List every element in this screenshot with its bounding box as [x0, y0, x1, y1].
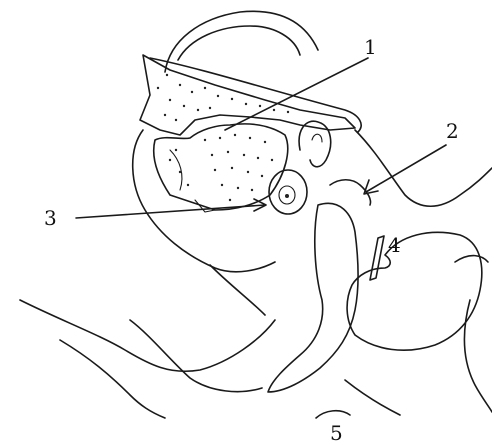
label-1: 1 [364, 35, 377, 59]
label-3: 3 [44, 206, 57, 230]
label-5: 5 [330, 421, 343, 444]
label-2: 2 [446, 119, 459, 143]
hatched-organ [347, 232, 482, 350]
bottom-left-contour-2 [60, 340, 165, 418]
bottom-chin-contour [130, 320, 262, 392]
leader-line-3 [76, 205, 265, 218]
hatched-organ-tail [455, 256, 488, 262]
upper-right-contour [150, 58, 361, 132]
small-rod [370, 236, 384, 280]
bottom-right-curve [345, 380, 400, 415]
bottom-arc [316, 411, 350, 418]
right-upper-contour [355, 130, 492, 206]
inner-fold-line [170, 150, 182, 190]
outer-arch-line [165, 11, 318, 72]
ear-curl-inner [312, 134, 322, 142]
oval-structure [269, 170, 307, 214]
right-lower-contour [465, 300, 492, 412]
leader-line-2 [366, 145, 446, 192]
stipple-dots-upper [157, 74, 289, 121]
dotted-region-upper [140, 55, 355, 135]
label-4: 4 [388, 233, 401, 257]
stipple-dots-lower [169, 134, 273, 201]
dotted-region-lower [154, 124, 288, 210]
central-process [268, 203, 358, 392]
inner-arch-line [178, 26, 300, 60]
